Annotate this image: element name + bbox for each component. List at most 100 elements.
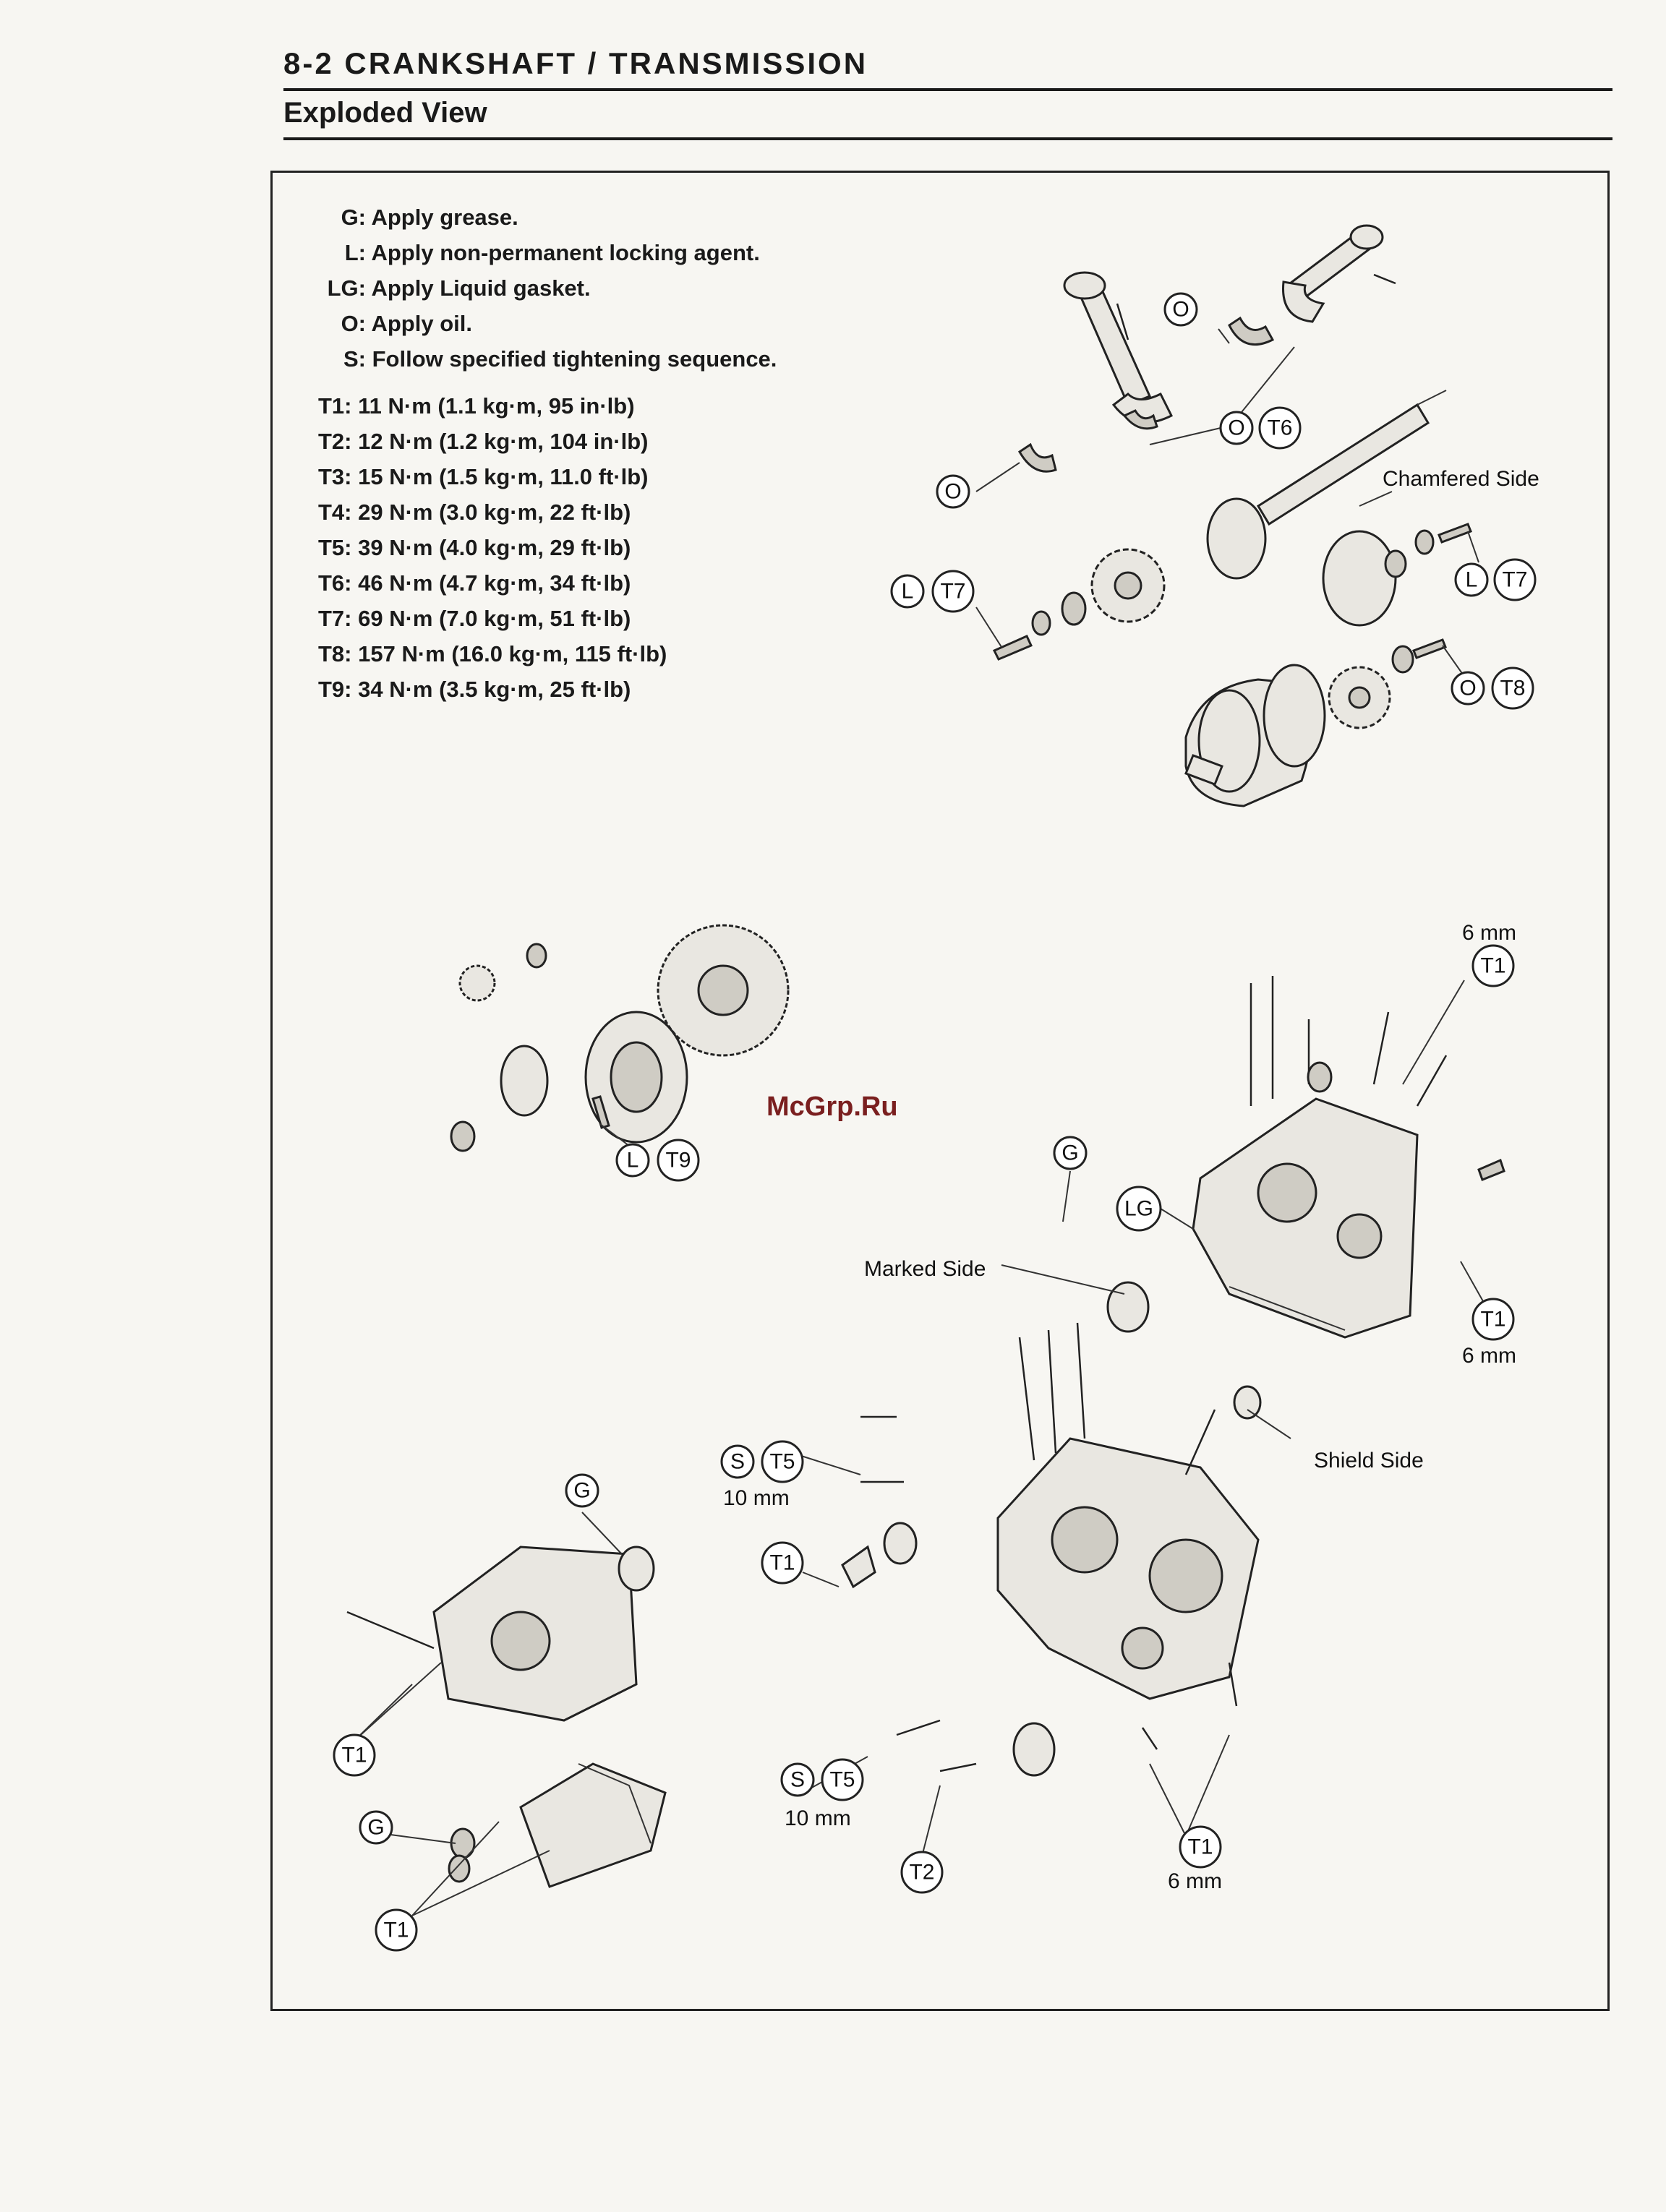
starter-clutch-inner: [610, 1041, 663, 1113]
svg-text:S: S: [730, 1450, 745, 1474]
drive-plate: [1322, 530, 1397, 627]
svg-text:T1: T1: [341, 1744, 367, 1767]
legend-note: O: Apply oil.: [341, 311, 472, 336]
starter-gear-hub: [697, 964, 749, 1016]
ball-bearing: [1106, 1281, 1150, 1333]
torque-spec: T6: 46 N·m (4.7 kg·m, 34 ft·lb): [318, 570, 631, 596]
upper-crankcase: [1192, 1097, 1419, 1339]
torque-spec: T4: 29 N·m (3.0 kg·m, 22 ft·lb): [318, 500, 631, 525]
svg-text:L: L: [1466, 568, 1478, 592]
svg-text:G: G: [573, 1479, 590, 1503]
svg-text:O: O: [1228, 416, 1244, 440]
crankcase-cover-upper: [346, 1546, 638, 1722]
svg-text:T1: T1: [1480, 954, 1505, 978]
oil-seal: [448, 1854, 471, 1883]
svg-text:T1: T1: [769, 1551, 795, 1575]
svg-text:T7: T7: [940, 580, 965, 604]
callout-t8: T8: [1491, 666, 1534, 710]
washer: [526, 943, 547, 969]
crankshaft-gear: [1328, 666, 1391, 729]
callout-g: G: [359, 1810, 393, 1845]
bearing-shield-side: [1233, 1385, 1262, 1420]
callout-t1: T1: [333, 1733, 376, 1777]
oil-seal: [1307, 1061, 1333, 1093]
bearing-insert: [1122, 409, 1158, 430]
bearing: [883, 1522, 918, 1565]
lower-crankcase: [996, 1437, 1260, 1700]
callout-t5: T5: [821, 1758, 864, 1801]
one-way-clutch: [500, 1045, 549, 1117]
label-6mm: 6 mm: [1168, 1869, 1222, 1893]
lower-case-studs: [860, 1322, 1216, 1483]
nut-t8: [1412, 638, 1447, 659]
callout-l: L: [890, 574, 925, 609]
svg-text:G: G: [1061, 1141, 1078, 1165]
washer: [1384, 549, 1407, 578]
crankcase-studs: [1250, 976, 1448, 1107]
callout-g: G: [565, 1473, 599, 1508]
svg-text:T9: T9: [665, 1149, 691, 1173]
connecting-rod-right: [1282, 224, 1396, 323]
crankcase-cover-lower: [519, 1762, 667, 1888]
svg-text:T5: T5: [829, 1768, 855, 1792]
label-6mm: 6 mm: [1462, 921, 1516, 945]
bearing: [1012, 1722, 1056, 1777]
svg-text:T8: T8: [1500, 677, 1525, 700]
drive-plate: [1206, 497, 1267, 580]
primary-gear: [1090, 548, 1166, 623]
page-header-title: 8-2 CRANKSHAFT / TRANSMISSION: [283, 46, 868, 80]
crankshaft-shaft: [1256, 390, 1447, 526]
callout-t6: T6: [1258, 406, 1302, 450]
callout-t9: T9: [657, 1139, 700, 1182]
svg-text:L: L: [902, 580, 914, 604]
nut: [1477, 1158, 1505, 1181]
callout-lg: LG: [1116, 1186, 1162, 1232]
callout-t1: T1: [1471, 1298, 1515, 1341]
bolt-t7-right: [1438, 523, 1472, 544]
svg-text:O: O: [1172, 298, 1189, 322]
svg-text:T1: T1: [383, 1919, 409, 1942]
bolt-t7-left: [992, 635, 1033, 661]
svg-text:T2: T2: [909, 1861, 934, 1885]
torque-spec: T7: 69 N·m (7.0 kg·m, 51 ft·lb): [318, 606, 631, 631]
header-rule: [283, 88, 1612, 91]
callout-o: O: [1163, 292, 1198, 327]
label-chamfered-side: Chamfered Side: [1383, 467, 1539, 491]
callout-t5: T5: [761, 1440, 804, 1483]
legend-note: LG: Apply Liquid gasket.: [327, 275, 591, 301]
connecting-rod-left: [1063, 271, 1174, 424]
bearing-retainer: [841, 1545, 876, 1589]
torque-spec: T2: 12 N·m (1.2 kg·m, 104 in·lb): [318, 429, 649, 454]
washer: [450, 1120, 476, 1152]
svg-text:O: O: [1459, 677, 1476, 700]
legend-note: S: Follow specified tightening sequence.: [343, 346, 777, 372]
section-title: Exploded View: [283, 97, 487, 129]
bearing-insert: [1018, 442, 1057, 473]
svg-text:LG: LG: [1124, 1197, 1153, 1221]
lower-case-bolts: [896, 1662, 1238, 1772]
callout-o: O: [936, 474, 970, 509]
bolt-t9: [591, 1095, 610, 1129]
label-shield-side: Shield Side: [1314, 1449, 1424, 1472]
torque-spec: T5: 39 N·m (4.0 kg·m, 29 ft·lb): [318, 535, 631, 560]
callout-o: O: [1451, 671, 1485, 706]
legend-note: L: Apply non-permanent locking agent.: [344, 240, 760, 265]
label-10mm: 10 mm: [723, 1486, 790, 1510]
callout-t2: T2: [900, 1851, 944, 1894]
callout-o: O: [1219, 411, 1254, 445]
callout-t1: T1: [761, 1541, 804, 1585]
torque-spec: T9: 34 N·m (3.5 kg·m, 25 ft·lb): [318, 677, 631, 702]
callout-t7: T7: [1493, 558, 1537, 601]
torque-spec: T3: 15 N·m (1.5 kg·m, 11.0 ft·lb): [318, 464, 649, 489]
washer: [1391, 645, 1414, 674]
svg-text:T6: T6: [1267, 416, 1292, 440]
callout-s: S: [780, 1762, 815, 1797]
oil-seal-upper: [618, 1546, 655, 1592]
callout-g: G: [1053, 1136, 1088, 1170]
section-rule: [283, 137, 1612, 140]
svg-text:T5: T5: [769, 1450, 795, 1474]
callout-l: L: [615, 1143, 650, 1178]
watermark: McGrp.Ru: [766, 1092, 898, 1122]
svg-text:T1: T1: [1480, 1308, 1505, 1332]
